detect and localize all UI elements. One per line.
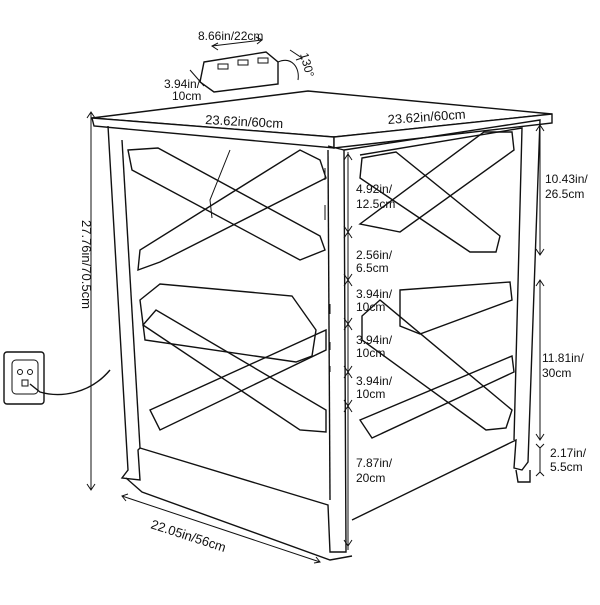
shelf3-label-1: 3.94in/ xyxy=(356,333,393,347)
top-depth-label: 23.62in/60cm xyxy=(387,107,466,127)
gap1-label-1: 2.56in/ xyxy=(356,248,393,262)
shelf1-label-1: 4.92in/ xyxy=(356,182,393,196)
wall-outlet-icon xyxy=(3,351,111,405)
shelf3-label-2: 10cm xyxy=(356,346,385,360)
bottom-label-1: 7.87in/ xyxy=(356,456,393,470)
shelf1-label-2: 12.5cm xyxy=(356,197,395,211)
total-height-label: 27.76in/70.5cm xyxy=(79,220,94,309)
power-strip xyxy=(199,49,304,93)
dimension-lines xyxy=(86,36,545,564)
front-panel xyxy=(107,125,353,561)
base-depth-label: 22.05in/56cm xyxy=(149,517,228,555)
side-upper-label-2: 26.5cm xyxy=(545,187,584,201)
side-middle-label-1: 11.81in/ xyxy=(542,351,584,365)
outlet-angle-label: 130° xyxy=(297,51,317,79)
side-lower-label-2: 5.5cm xyxy=(550,460,583,474)
outlet-width-label: 8.66in/22cm xyxy=(198,29,263,43)
side-middle-label-2: 30cm xyxy=(542,366,571,380)
outlet-depth-label-2: 10cm xyxy=(172,89,201,103)
top-width-label: 23.62in/60cm xyxy=(205,112,284,131)
shelf4-label-1: 3.94in/ xyxy=(356,374,393,388)
shelf4-label-2: 10cm xyxy=(356,387,385,401)
shelf2-label-1: 3.94in/ xyxy=(356,287,393,301)
outlet-depth-label-1: 3.94in/ xyxy=(164,77,201,91)
side-lower-label-1: 2.17in/ xyxy=(550,446,587,460)
side-panel xyxy=(343,119,541,521)
leg-slots xyxy=(324,168,331,372)
gap1-label-2: 6.5cm xyxy=(356,261,389,275)
bottom-label-2: 20cm xyxy=(356,471,385,485)
shelf2-label-2: 10cm xyxy=(356,300,385,314)
side-upper-label-1: 10.43in/ xyxy=(545,172,588,186)
table-top xyxy=(91,90,553,149)
